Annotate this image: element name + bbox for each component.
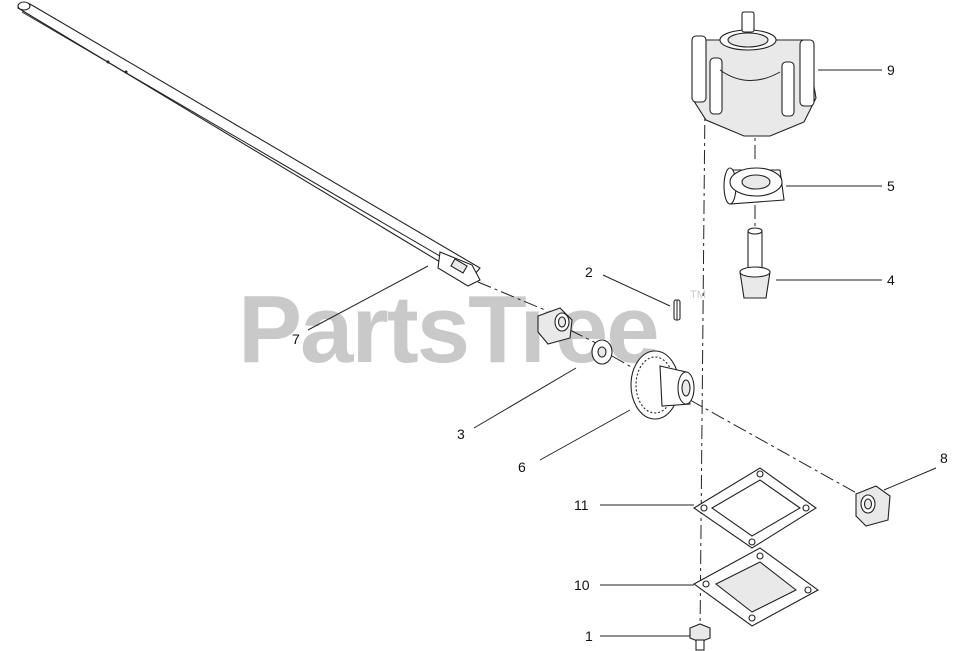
part-washer-3 — [591, 339, 613, 365]
callout-6: 6 — [518, 459, 526, 475]
part-cover-plate-10 — [692, 547, 820, 627]
part-gear-housing-9 — [691, 11, 817, 137]
callout-3: 3 — [457, 426, 465, 442]
callout-7: 7 — [292, 331, 300, 347]
callout-10: 10 — [574, 577, 590, 593]
callout-4: 4 — [887, 272, 895, 288]
part-bevel-gear-6 — [630, 350, 695, 420]
callout-11: 11 — [574, 497, 589, 513]
callout-2: 2 — [585, 264, 593, 280]
part-bushing-8 — [855, 485, 891, 527]
part-gasket-11 — [692, 467, 817, 549]
leader-lines — [307, 69, 937, 637]
callout-8: 8 — [940, 450, 948, 466]
part-pin-2 — [673, 299, 681, 321]
part-bolt-1 — [689, 623, 711, 651]
callout-5: 5 — [887, 178, 895, 194]
callout-1: 1 — [585, 628, 593, 644]
part-bearing-5 — [723, 167, 785, 205]
part-shaft-7 — [16, 1, 481, 287]
part-pinion-gear-4 — [739, 227, 771, 299]
part-bushing — [537, 307, 573, 345]
callout-9: 9 — [887, 62, 895, 78]
watermark-trademark: TM — [690, 289, 706, 301]
watermark-text: PartsTree — [238, 276, 658, 383]
